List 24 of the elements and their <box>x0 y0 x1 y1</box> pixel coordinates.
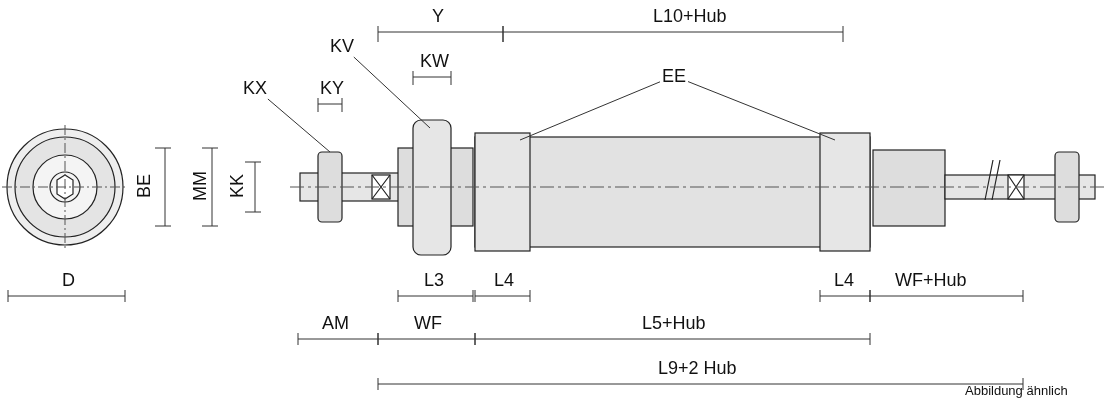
leader-line <box>519 81 661 141</box>
dimension-label: L10+Hub <box>653 6 727 26</box>
dimension-label: BE <box>134 174 154 198</box>
note: Abbildung ähnlich <box>965 382 1068 400</box>
dimension-label: WF+Hub <box>895 270 967 290</box>
dimension-label: D <box>62 270 75 290</box>
leader-line <box>687 81 836 141</box>
dimension-label: L5+Hub <box>642 313 706 333</box>
dimension-label: L4 <box>494 270 515 290</box>
dimension-label: KK <box>227 174 247 198</box>
dimension-label: EE <box>662 66 686 86</box>
dimension-label: L4 <box>834 270 855 290</box>
dimension-label: KW <box>420 51 449 71</box>
dimension-label: WF <box>414 313 442 333</box>
dimension-label: Y <box>432 6 444 26</box>
leader-line <box>267 98 331 153</box>
dimension-label: KY <box>320 78 344 98</box>
dimension-label: L9+2 Hub <box>658 358 737 378</box>
dimension-label: MM <box>190 171 210 201</box>
dimension-label: L3 <box>424 270 445 290</box>
leader-line <box>353 56 431 129</box>
dimension-label: KX <box>243 78 267 98</box>
dimension-label: KV <box>330 36 354 56</box>
dimension-label: AM <box>322 313 349 333</box>
